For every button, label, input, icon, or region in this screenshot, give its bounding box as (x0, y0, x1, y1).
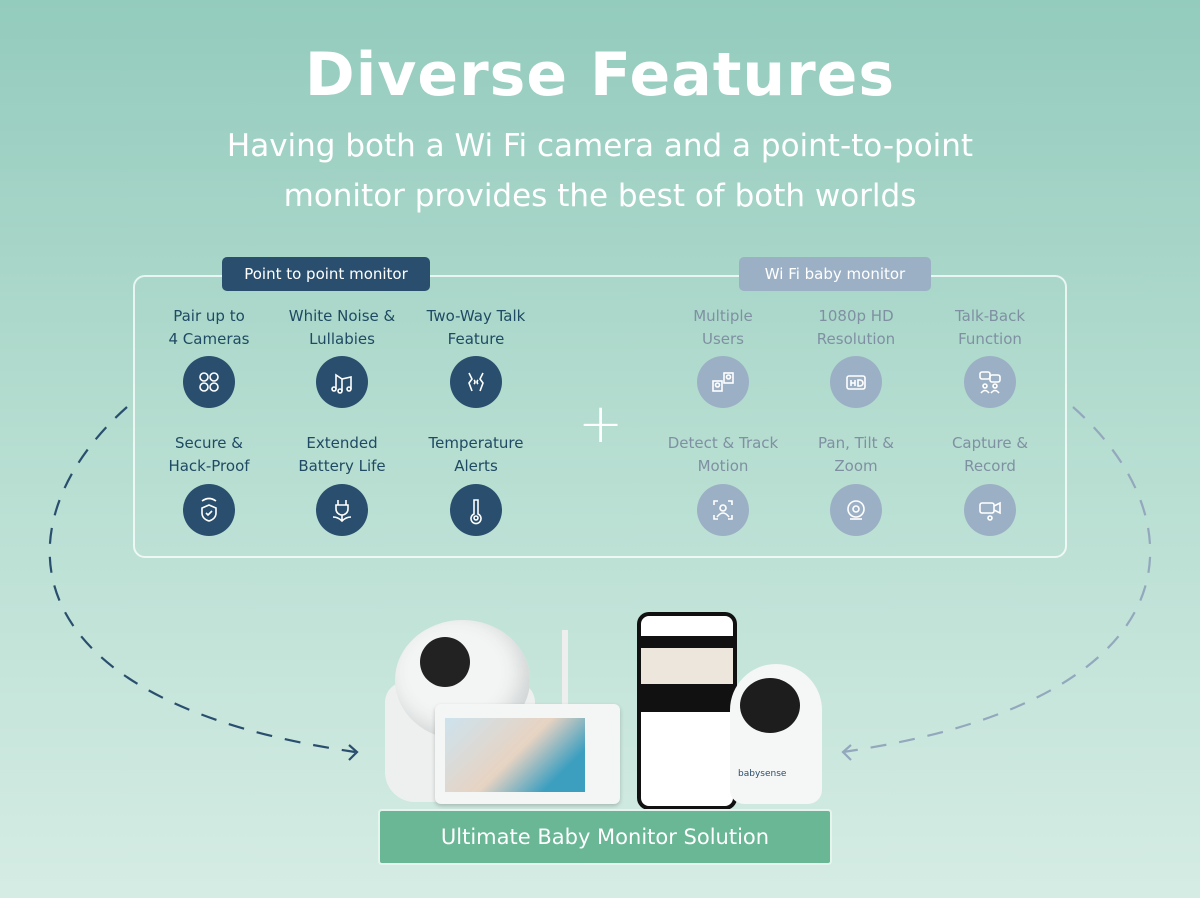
feature-label: Capture & Record (920, 432, 1060, 478)
thermometer-icon (450, 484, 502, 536)
feature-label-line-2: Zoom (834, 457, 878, 475)
feature-label: Pair up to 4 Cameras (139, 305, 279, 351)
feature-label-line-1: Pair up to (173, 307, 245, 325)
feature-label-line-2: Battery Life (298, 457, 386, 475)
multiple-users-icon (697, 356, 749, 408)
feature-label: 1080p HD Resolution (786, 305, 926, 351)
feature-label-line-1: Temperature (428, 434, 524, 452)
feature-label-line-2: Lullabies (309, 330, 375, 348)
feature-label-line-1: Two-Way Talk (426, 307, 526, 325)
feature-label: Secure & Hack-Proof (139, 432, 279, 478)
wifi-camera: babysense (730, 664, 822, 804)
subtitle-line-1: Having both a Wi Fi camera and a point-t… (226, 128, 974, 164)
product-image: babysense (385, 612, 835, 812)
capture-record-icon (964, 484, 1016, 536)
motion-detect-icon (697, 484, 749, 536)
hd-icon (830, 356, 882, 408)
subtitle-line-2: monitor provides the best of both worlds (283, 178, 917, 214)
feature-label-line-1: Detect & Track (667, 434, 779, 452)
pan-tilt-zoom-icon (830, 484, 882, 536)
feature-label-line-2: Feature (447, 330, 505, 348)
two-way-talk-icon (450, 356, 502, 408)
features-panel (133, 275, 1067, 558)
feature-label-line-2: Record (964, 457, 1016, 475)
feature-label-line-2: Resolution (816, 330, 896, 348)
feature-label-line-1: 1080p HD (818, 307, 894, 325)
point-to-point-tag: Point to point monitor (222, 257, 430, 291)
ultimate-solution-button[interactable]: Ultimate Baby Monitor Solution (378, 809, 832, 865)
wifi-monitor-tag: Wi Fi baby monitor (739, 257, 931, 291)
feature-label-line-2: Hack-Proof (168, 457, 250, 475)
feature-label-line-2: Alerts (454, 457, 498, 475)
feature-label-line-1: Secure & (174, 434, 244, 452)
monitor-device (435, 704, 620, 804)
feature-label-line-1: Pan, Tilt & (818, 434, 894, 452)
feature-label-line-2: Motion (697, 457, 749, 475)
secure-shield-icon (183, 484, 235, 536)
plus-icon: + (578, 392, 624, 455)
feature-label: White Noise & Lullabies (272, 305, 412, 351)
feature-label: Pan, Tilt & Zoom (786, 432, 926, 478)
feature-label-line-1: Multiple (693, 307, 753, 325)
feature-label-line-1: Talk-Back (954, 307, 1026, 325)
feature-label-line-1: Extended (306, 434, 378, 452)
music-notes-icon (316, 356, 368, 408)
talk-back-icon (964, 356, 1016, 408)
page-title: Diverse Features (304, 40, 896, 110)
phone (637, 612, 737, 810)
feature-label-line-1: Capture & (951, 434, 1029, 452)
battery-plug-icon (316, 484, 368, 536)
feature-label-line-2: Function (958, 330, 1022, 348)
brand-label: babysense (738, 769, 787, 779)
four-cameras-icon (183, 356, 235, 408)
feature-label-line-1: White Noise & (288, 307, 396, 325)
feature-label-line-2: 4 Cameras (168, 330, 250, 348)
feature-label-line-2: Users (701, 330, 744, 348)
